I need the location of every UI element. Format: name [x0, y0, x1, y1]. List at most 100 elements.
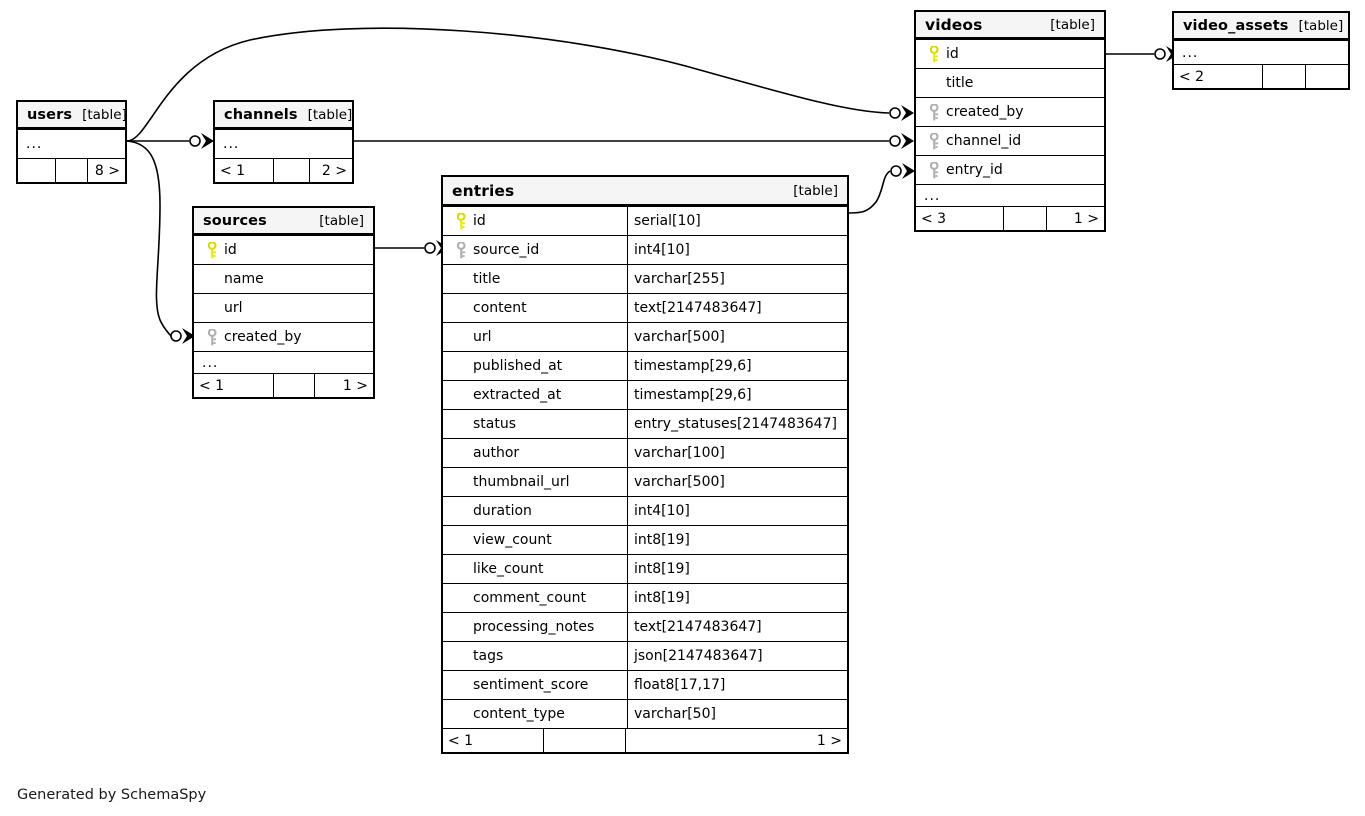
- column-type: int4[10]: [634, 242, 690, 258]
- column-name: title: [946, 75, 974, 91]
- table-row[interactable]: title: [916, 68, 1104, 97]
- column-type: varchar[500]: [634, 474, 725, 490]
- column-name: content_type: [473, 706, 565, 722]
- table-row[interactable]: sentiment_score float8[17,17]: [443, 670, 847, 699]
- table-row[interactable]: source_id int4[10]: [443, 235, 847, 264]
- foreign-key-icon: [924, 161, 946, 179]
- column-type: timestamp[29,6]: [634, 358, 752, 374]
- table-channels-header: channels [table]: [215, 102, 352, 129]
- primary-key-icon: [451, 212, 473, 230]
- table-row[interactable]: like_count int8[19]: [443, 554, 847, 583]
- table-entries-header: entries [table]: [443, 177, 847, 206]
- table-entries-footer: < 1 1 >: [443, 728, 847, 752]
- table-users-title: users: [27, 106, 73, 123]
- table-row[interactable]: ...: [18, 129, 125, 158]
- table-sources[interactable]: sources [table] id name url: [192, 206, 375, 399]
- table-row[interactable]: published_at timestamp[29,6]: [443, 351, 847, 380]
- table-entries-title: entries: [452, 181, 515, 200]
- table-row[interactable]: ...: [215, 129, 352, 158]
- column-name: thumbnail_url: [473, 474, 570, 490]
- table-videos-header: videos [table]: [916, 12, 1104, 39]
- primary-key-icon: [924, 45, 946, 63]
- column-type: int8[19]: [634, 532, 690, 548]
- table-row[interactable]: thumbnail_url varchar[500]: [443, 467, 847, 496]
- footer-cell-left: < 2: [1179, 68, 1205, 85]
- footer-cell-right: 2 >: [309, 159, 352, 182]
- table-row[interactable]: entry_id: [916, 155, 1104, 184]
- column-name: url: [224, 300, 243, 316]
- table-row[interactable]: author varchar[100]: [443, 438, 847, 467]
- column-type: text[2147483647]: [634, 619, 762, 635]
- column-name: comment_count: [473, 590, 587, 606]
- footer-cell-right: 8 >: [87, 159, 125, 182]
- column-type: entry_statuses[2147483647]: [634, 416, 837, 432]
- table-row[interactable]: url: [194, 293, 373, 322]
- table-row[interactable]: id serial[10]: [443, 206, 847, 235]
- column-name: entry_id: [946, 162, 1003, 178]
- table-row[interactable]: view_count int8[19]: [443, 525, 847, 554]
- table-entries-tag: [table]: [793, 182, 838, 199]
- table-row[interactable]: tags json[2147483647]: [443, 641, 847, 670]
- table-sources-tag: [table]: [319, 212, 364, 229]
- table-row[interactable]: extracted_at timestamp[29,6]: [443, 380, 847, 409]
- table-row[interactable]: title varchar[255]: [443, 264, 847, 293]
- column-name: channel_id: [946, 133, 1022, 149]
- table-channels-footer: < 1 2 >: [215, 158, 352, 182]
- column-name: duration: [473, 503, 532, 519]
- table-row[interactable]: processing_notes text[2147483647]: [443, 612, 847, 641]
- column-name: tags: [473, 648, 504, 664]
- column-type: varchar[500]: [634, 329, 725, 345]
- table-video-assets[interactable]: video_assets [table] ... < 2: [1172, 11, 1350, 90]
- generated-by-caption: Generated by SchemaSpy: [17, 787, 207, 803]
- table-row[interactable]: comment_count int8[19]: [443, 583, 847, 612]
- column-name: created_by: [946, 104, 1024, 120]
- footer-cell-mid: [273, 159, 309, 182]
- table-entries[interactable]: entries [table] id serial[10] source_id …: [441, 175, 849, 754]
- column-type: serial[10]: [634, 213, 701, 229]
- column-type: varchar[50]: [634, 706, 716, 722]
- footer-cell-left: < 3: [921, 210, 947, 227]
- footer-cell-left: [18, 159, 55, 182]
- table-videos-tag: [table]: [1050, 16, 1095, 33]
- column-name: source_id: [473, 242, 540, 258]
- table-row[interactable]: status entry_statuses[2147483647]: [443, 409, 847, 438]
- table-row[interactable]: ...: [1174, 40, 1348, 64]
- table-users-tag: [table]: [82, 106, 127, 123]
- table-video-assets-footer: < 2: [1174, 64, 1348, 88]
- column-ellipsis: ...: [1182, 44, 1199, 61]
- column-name: url: [473, 329, 492, 345]
- column-ellipsis: ...: [924, 187, 941, 204]
- table-users[interactable]: users [table] ... 8 >: [16, 100, 127, 184]
- foreign-key-icon: [924, 103, 946, 121]
- table-video-assets-title: video_assets: [1183, 17, 1289, 34]
- table-row[interactable]: content_type varchar[50]: [443, 699, 847, 728]
- table-row[interactable]: url varchar[500]: [443, 322, 847, 351]
- table-row[interactable]: ...: [194, 351, 373, 373]
- table-row[interactable]: id: [916, 39, 1104, 68]
- column-type: int4[10]: [634, 503, 690, 519]
- table-videos-title: videos: [925, 15, 983, 34]
- table-row[interactable]: created_by: [916, 97, 1104, 126]
- table-row[interactable]: id: [194, 235, 373, 264]
- column-name: created_by: [224, 329, 302, 345]
- table-row[interactable]: duration int4[10]: [443, 496, 847, 525]
- table-row[interactable]: content text[2147483647]: [443, 293, 847, 322]
- column-name: status: [473, 416, 517, 432]
- table-channels[interactable]: channels [table] ... < 1 2 >: [213, 100, 354, 184]
- column-name: sentiment_score: [473, 677, 589, 693]
- table-video-assets-header: video_assets [table]: [1174, 13, 1348, 40]
- column-name: id: [946, 46, 959, 62]
- column-name: extracted_at: [473, 387, 562, 403]
- column-name: title: [473, 271, 501, 287]
- table-videos[interactable]: videos [table] id title created_by: [914, 10, 1106, 232]
- column-ellipsis: ...: [223, 136, 240, 152]
- foreign-key-icon: [451, 241, 473, 259]
- table-row[interactable]: ...: [916, 184, 1104, 206]
- table-row[interactable]: name: [194, 264, 373, 293]
- table-row[interactable]: channel_id: [916, 126, 1104, 155]
- table-row[interactable]: created_by: [194, 322, 373, 351]
- column-type: text[2147483647]: [634, 300, 762, 316]
- table-sources-footer: < 1 1 >: [194, 373, 373, 397]
- footer-cell-left: < 1: [220, 162, 246, 179]
